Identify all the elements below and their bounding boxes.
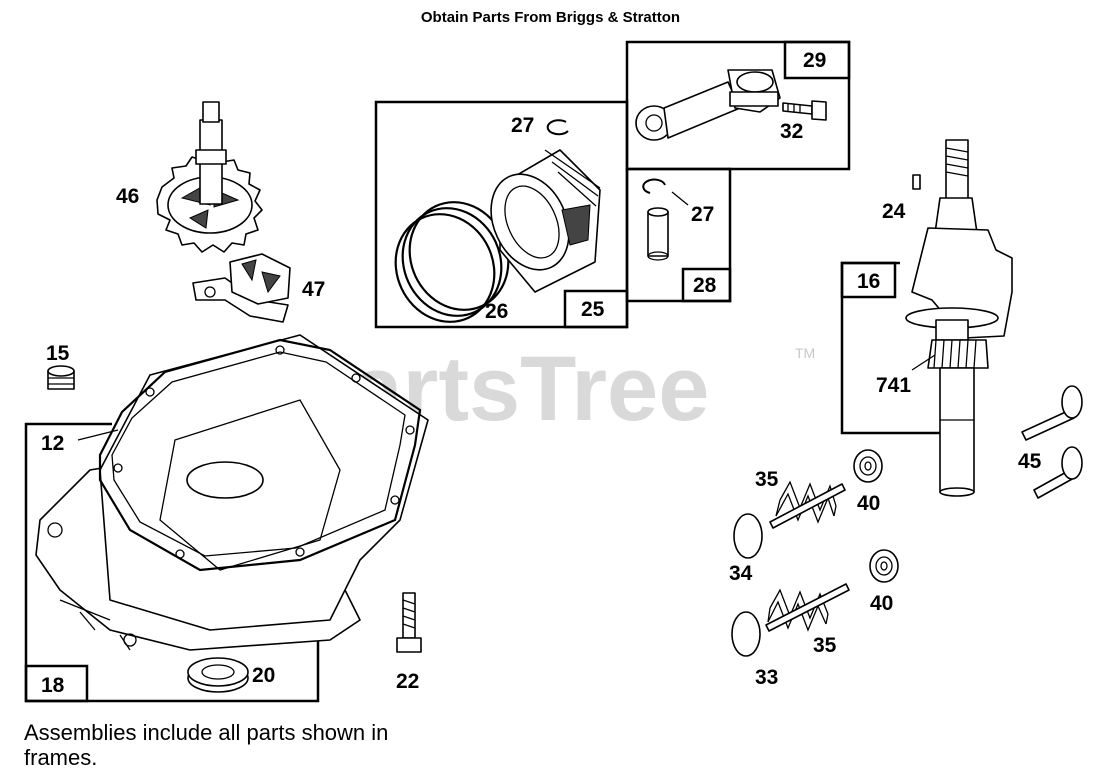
callout-34[interactable]: 34 (729, 562, 753, 585)
piston-rings-part[interactable] (378, 186, 525, 338)
piston-pin-part[interactable] (647, 207, 669, 261)
cam-gear-part[interactable] (156, 101, 263, 253)
leader-27-lower (671, 191, 689, 206)
frame-18-sump: 18 (24, 422, 320, 703)
leader-741 (911, 354, 936, 371)
retainer-clip-part[interactable] (642, 178, 666, 194)
callout-741[interactable]: 741 (876, 374, 911, 397)
leader-12 (77, 429, 119, 441)
callout-35-lower[interactable]: 35 (813, 634, 837, 657)
assembly-label-28[interactable]: 28 (693, 274, 717, 297)
engine-sump-part[interactable] (35, 334, 429, 651)
assembly-label-16[interactable]: 16 (857, 270, 880, 293)
callout-27-lower[interactable]: 27 (691, 203, 714, 226)
oil-plug-part[interactable] (47, 365, 75, 390)
callout-12[interactable]: 12 (41, 432, 64, 455)
spring-retainer-lower-part[interactable] (869, 549, 899, 583)
assemblies-note: Assemblies include all parts shown in fr… (24, 720, 389, 770)
frame-16-crankshaft: 16 (840, 261, 942, 435)
callout-26[interactable]: 26 (485, 300, 508, 323)
assembly-label-18[interactable]: 18 (41, 674, 65, 697)
callout-15[interactable]: 15 (46, 342, 70, 365)
callout-40-upper[interactable]: 40 (857, 492, 880, 515)
callout-46[interactable]: 46 (116, 185, 139, 208)
piston-part[interactable] (476, 149, 601, 293)
frame-28-piston-pin: 28 (625, 167, 732, 303)
intake-valve-part[interactable] (731, 583, 850, 657)
sump-bolt-part[interactable] (396, 592, 422, 653)
crankshaft-part[interactable] (905, 139, 1013, 497)
crankshaft-key-part[interactable] (912, 174, 921, 190)
assembly-label-25[interactable]: 25 (581, 298, 605, 321)
callout-47[interactable]: 47 (302, 278, 325, 301)
callout-35-upper[interactable]: 35 (755, 468, 779, 491)
frame-25-piston: 25 (374, 100, 629, 329)
rod-bolt-part[interactable] (782, 100, 827, 121)
oil-seal-part[interactable] (187, 657, 249, 693)
callout-40-lower[interactable]: 40 (870, 592, 893, 615)
exhaust-valve-part[interactable] (733, 483, 846, 559)
callout-24[interactable]: 24 (882, 200, 906, 223)
piston-pin-retainer-part[interactable] (546, 119, 569, 136)
callout-27-top[interactable]: 27 (511, 114, 534, 137)
callout-22[interactable]: 22 (396, 670, 419, 693)
spring-retainer-upper-part[interactable] (853, 449, 883, 483)
valve-tappet-lower-part[interactable] (1033, 446, 1083, 499)
sump-gasket-part[interactable] (98, 338, 422, 572)
assembly-label-29[interactable]: 29 (803, 49, 826, 72)
governor-part[interactable] (192, 253, 291, 323)
callout-20[interactable]: 20 (252, 664, 275, 687)
connecting-rod-part[interactable] (635, 69, 781, 141)
callout-32[interactable]: 32 (780, 120, 803, 143)
valve-tappet-upper-part[interactable] (1021, 385, 1083, 441)
watermark-tm: TM (795, 345, 815, 361)
callout-45[interactable]: 45 (1018, 450, 1042, 473)
callout-33[interactable]: 33 (755, 666, 778, 689)
diagram-header: Obtain Parts From Briggs & Stratton (420, 9, 681, 26)
